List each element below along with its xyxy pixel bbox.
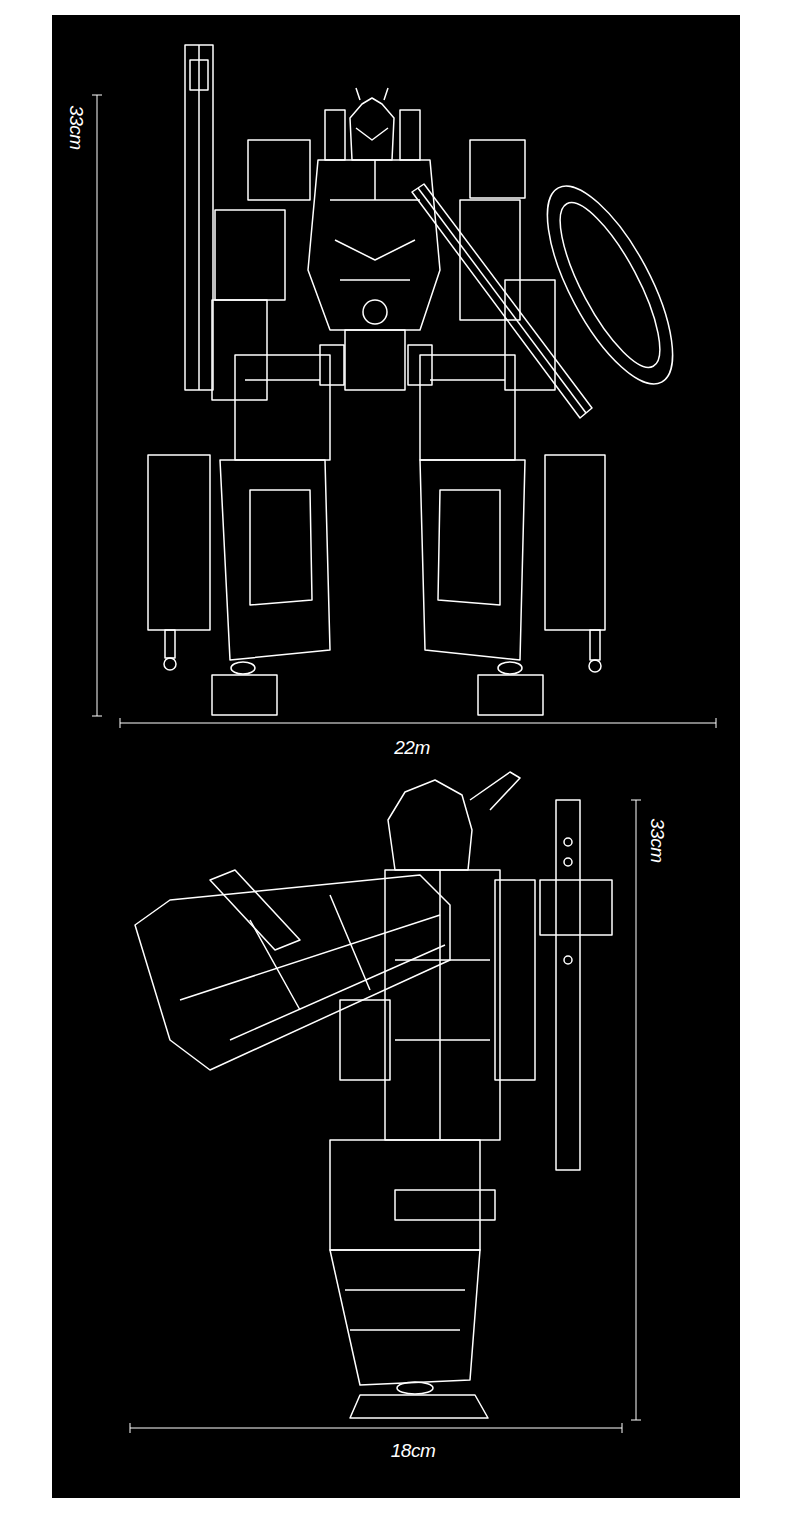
shield: [135, 875, 450, 1070]
dark-panel: [52, 15, 740, 1498]
left-leg-cannon: [148, 455, 210, 630]
shield-detail: [180, 895, 445, 1040]
thigh: [330, 1140, 480, 1250]
stand-base: [350, 1395, 488, 1418]
rifle-detail: [190, 60, 208, 90]
cannon-barrel: [590, 630, 600, 660]
neck-block: [400, 110, 420, 160]
front-view-robot: [148, 45, 697, 715]
torso-detail: [330, 160, 420, 280]
hip-block: [320, 345, 344, 385]
back-fin: [210, 870, 300, 950]
right-shoulder: [470, 140, 525, 198]
rifle-detail: [198, 45, 200, 390]
dimension-line: [130, 1423, 622, 1433]
robot-head: [388, 780, 472, 870]
dimension-label: 33cm: [646, 816, 667, 864]
right-leg-cannon: [545, 455, 605, 630]
cannon-barrel: [165, 630, 175, 658]
foot-pivot: [397, 1382, 433, 1394]
side-view-robot: [135, 772, 612, 1418]
arm: [340, 1000, 390, 1080]
head-horn: [470, 772, 520, 810]
left-thigh: [235, 355, 330, 460]
body-detail: [395, 870, 490, 1140]
leg-cannon: [395, 1190, 495, 1220]
left-shoulder: [248, 140, 310, 200]
shin: [330, 1250, 480, 1385]
sword-detail: [564, 956, 572, 964]
left-forearm: [212, 300, 267, 400]
dimension-line: [631, 800, 641, 1420]
right-thigh: [420, 355, 515, 460]
dimension-label: 33cm: [65, 103, 86, 151]
left-upper-arm: [215, 210, 285, 300]
chest-core: [363, 300, 387, 324]
rifle: [185, 45, 213, 390]
dimension-lines: [92, 95, 716, 1433]
left-leg-detail: [245, 380, 320, 605]
sword-detail: [564, 838, 572, 846]
neck-block: [325, 110, 345, 160]
dimension-label: 22m: [392, 738, 431, 759]
head-detail: [356, 88, 388, 140]
sword: [556, 800, 580, 1170]
torso: [308, 160, 440, 330]
cannon-tip: [164, 658, 176, 670]
sword-detail: [564, 858, 572, 866]
cannon-tip: [589, 660, 601, 672]
right-leg-detail: [430, 380, 505, 605]
leg-detail: [345, 1290, 465, 1330]
robot-body: [385, 870, 500, 1140]
sword-guard: [540, 880, 612, 935]
backpack: [495, 880, 535, 1080]
shield-detail: [542, 191, 678, 380]
sword: [412, 184, 592, 418]
left-foot: [212, 675, 277, 715]
dimension-line: [92, 95, 102, 716]
right-foot: [478, 675, 543, 715]
abdomen: [345, 330, 405, 390]
right-upper-arm: [460, 200, 520, 320]
foot-pivot: [231, 662, 255, 674]
dimension-line: [120, 718, 716, 728]
foot-pivot: [498, 662, 522, 674]
dimension-label: 18cm: [389, 1441, 437, 1462]
shield: [523, 169, 697, 401]
